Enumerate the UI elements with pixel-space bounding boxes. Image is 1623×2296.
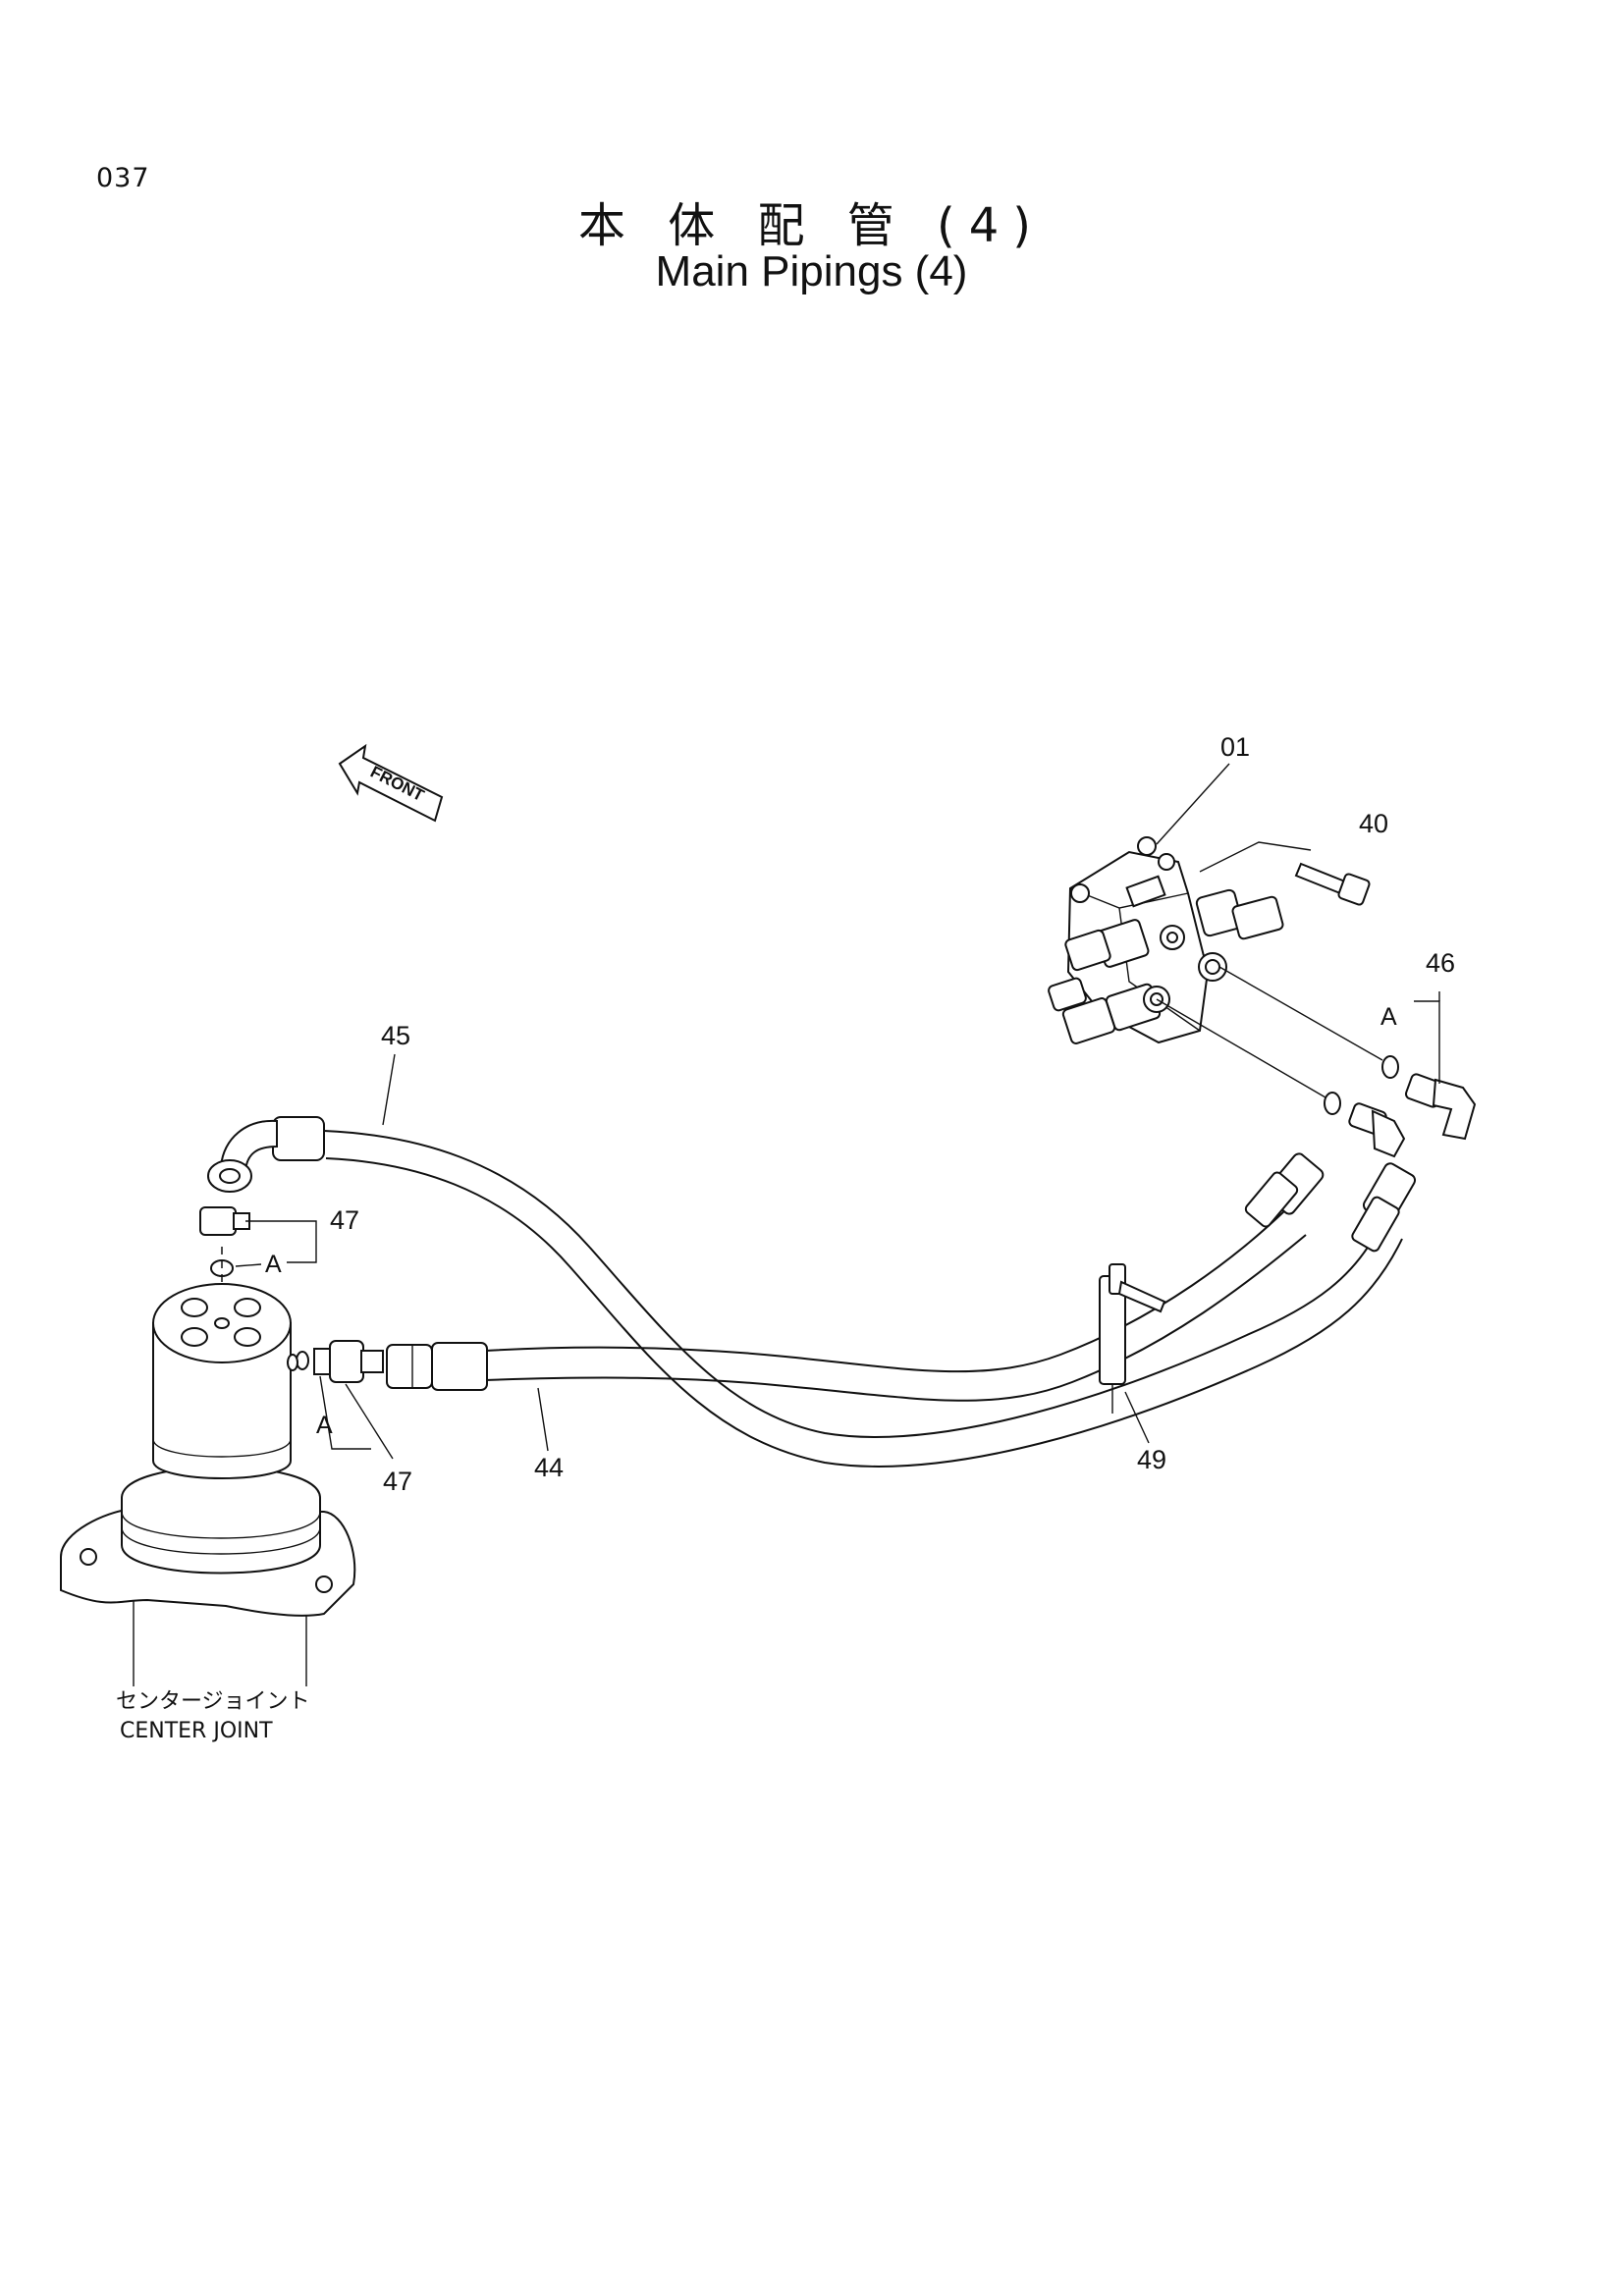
title-japanese: 本 体 配 管 (4) [577,198,1046,253]
bolt-40 [1294,862,1371,906]
callout-45: 45 [381,1021,410,1050]
clamp-49 [1099,1263,1166,1414]
leader-45 [382,1053,396,1126]
callout-44: 44 [534,1453,564,1482]
hose-end-fittings [207,1116,1417,1391]
ref-a-top-right: A [1380,1003,1397,1031]
callout-46: 46 [1426,948,1455,978]
bracket-46 [1414,1000,1440,1084]
callout-01: 01 [1220,732,1250,762]
title-english: Main Pipings (4) [655,247,968,295]
front-arrow-icon: FRONT [338,743,444,823]
valve-block [1048,836,1284,1044]
center-joint [60,1283,356,1686]
adapter-47-bottom [296,1340,384,1383]
hose-44 [484,1208,1307,1402]
callout-49: 49 [1137,1445,1166,1474]
leader-01 [1156,763,1230,845]
ref-a-top-left: A [265,1251,282,1278]
callout-47-bottom: 47 [383,1467,412,1496]
hose-45 [323,1130,1403,1468]
elbow-fittings-46 [1324,1055,1477,1158]
callout-47-top: 47 [330,1205,359,1235]
leader-40 [1199,841,1312,873]
callout-40: 40 [1359,809,1388,838]
leader-49 [1124,1391,1150,1444]
page-number: 037 [96,163,150,193]
center-joint-caption-japanese: センタージョイント [116,1689,310,1714]
leader-44 [537,1387,549,1452]
ref-a-bottom: A [316,1412,333,1439]
center-joint-caption-english: CENTER JOINT [120,1719,273,1743]
